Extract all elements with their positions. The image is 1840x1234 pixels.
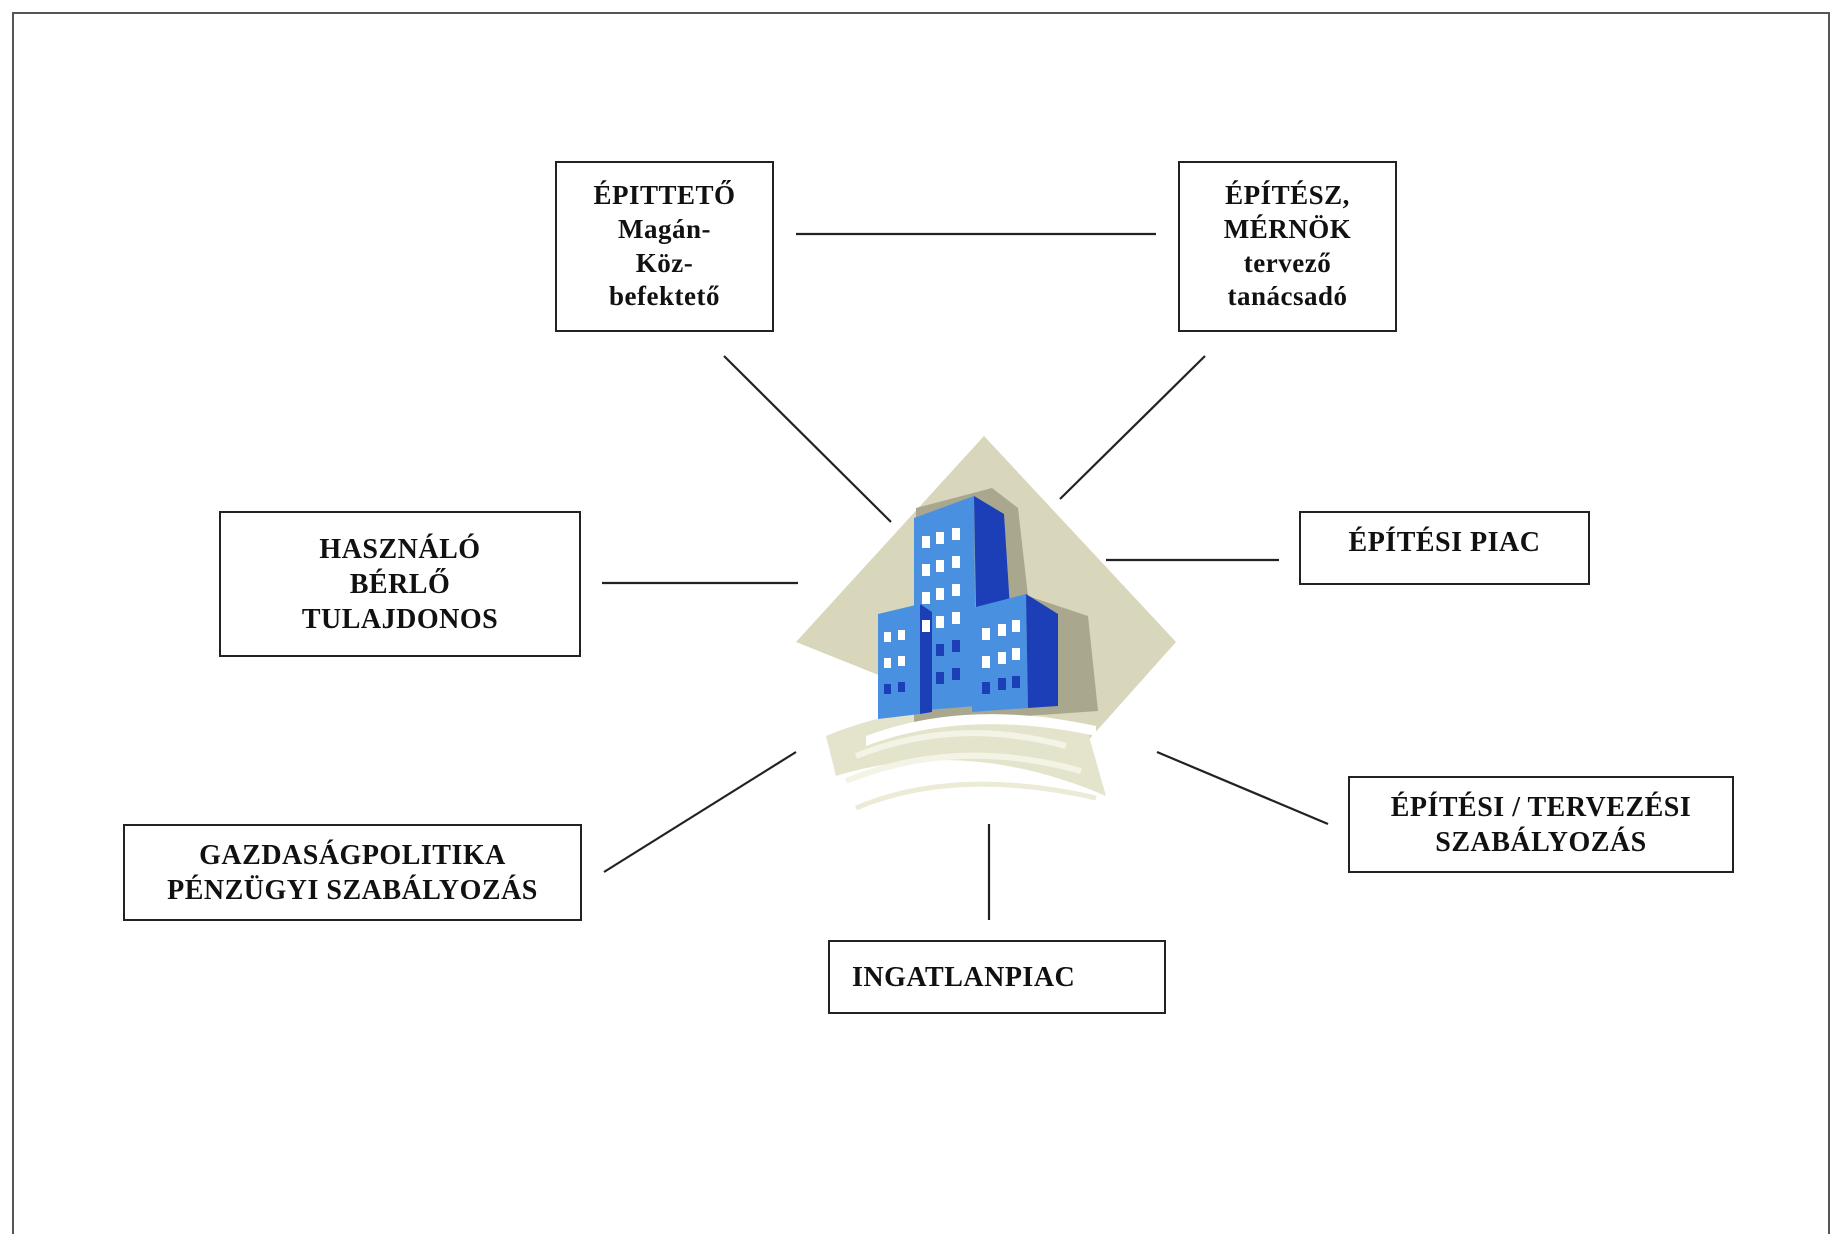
node-line: PÉNZÜGYI SZABÁLYOZÁS (167, 874, 538, 906)
node-gazdasagpolitika: GAZDASÁGPOLITIKA PÉNZÜGYI SZABÁLYOZÁS (123, 824, 582, 921)
node-szabalyozas: ÉPÍTÉSI / TERVEZÉSI SZABÁLYOZÁS (1348, 776, 1734, 873)
connector-epitesz-center (1059, 355, 1206, 500)
office-building-icon (796, 436, 1176, 811)
node-line: ÉPÍTÉSI / TERVEZÉSI (1390, 791, 1692, 823)
connector-szabalyozas-center (1156, 750, 1329, 826)
node-line: BÉRLŐ (349, 568, 451, 600)
node-epitesi-piac: ÉPÍTÉSI PIAC (1299, 511, 1590, 585)
node-line: INGATLANPIAC (852, 961, 1076, 993)
node-line: SZABÁLYOZÁS (1435, 826, 1647, 858)
node-line: GAZDASÁGPOLITIKA (199, 839, 506, 871)
node-line: TULAJDONOS (301, 603, 499, 635)
node-hasznalo: HASZNÁLÓ BÉRLŐ TULAJDONOS (219, 511, 581, 657)
node-line: Köz- (635, 247, 694, 278)
node-epittteto: ÉPITTETŐ Magán- Köz- befektető (555, 161, 774, 332)
node-line: befektető (609, 281, 720, 312)
node-line: tervező (1243, 247, 1332, 278)
node-line: tanácsadó (1227, 281, 1348, 312)
connector-epittteto-center (723, 355, 892, 523)
node-line: ÉPITTETŐ (593, 180, 736, 210)
node-line: ÉPÍTÉSI PIAC (1348, 527, 1541, 558)
node-line: HASZNÁLÓ (319, 533, 481, 565)
connector-gazdasag-center (603, 751, 797, 873)
node-line: MÉRNÖK (1223, 213, 1352, 244)
node-ingatlanpiac: INGATLANPIAC (828, 940, 1166, 1014)
node-epitesz: ÉPÍTÉSZ, MÉRNÖK tervező tanácsadó (1178, 161, 1397, 332)
page-frame (12, 12, 1830, 1234)
node-line: Magán- (618, 213, 711, 244)
node-line: ÉPÍTÉSZ, (1225, 180, 1350, 210)
